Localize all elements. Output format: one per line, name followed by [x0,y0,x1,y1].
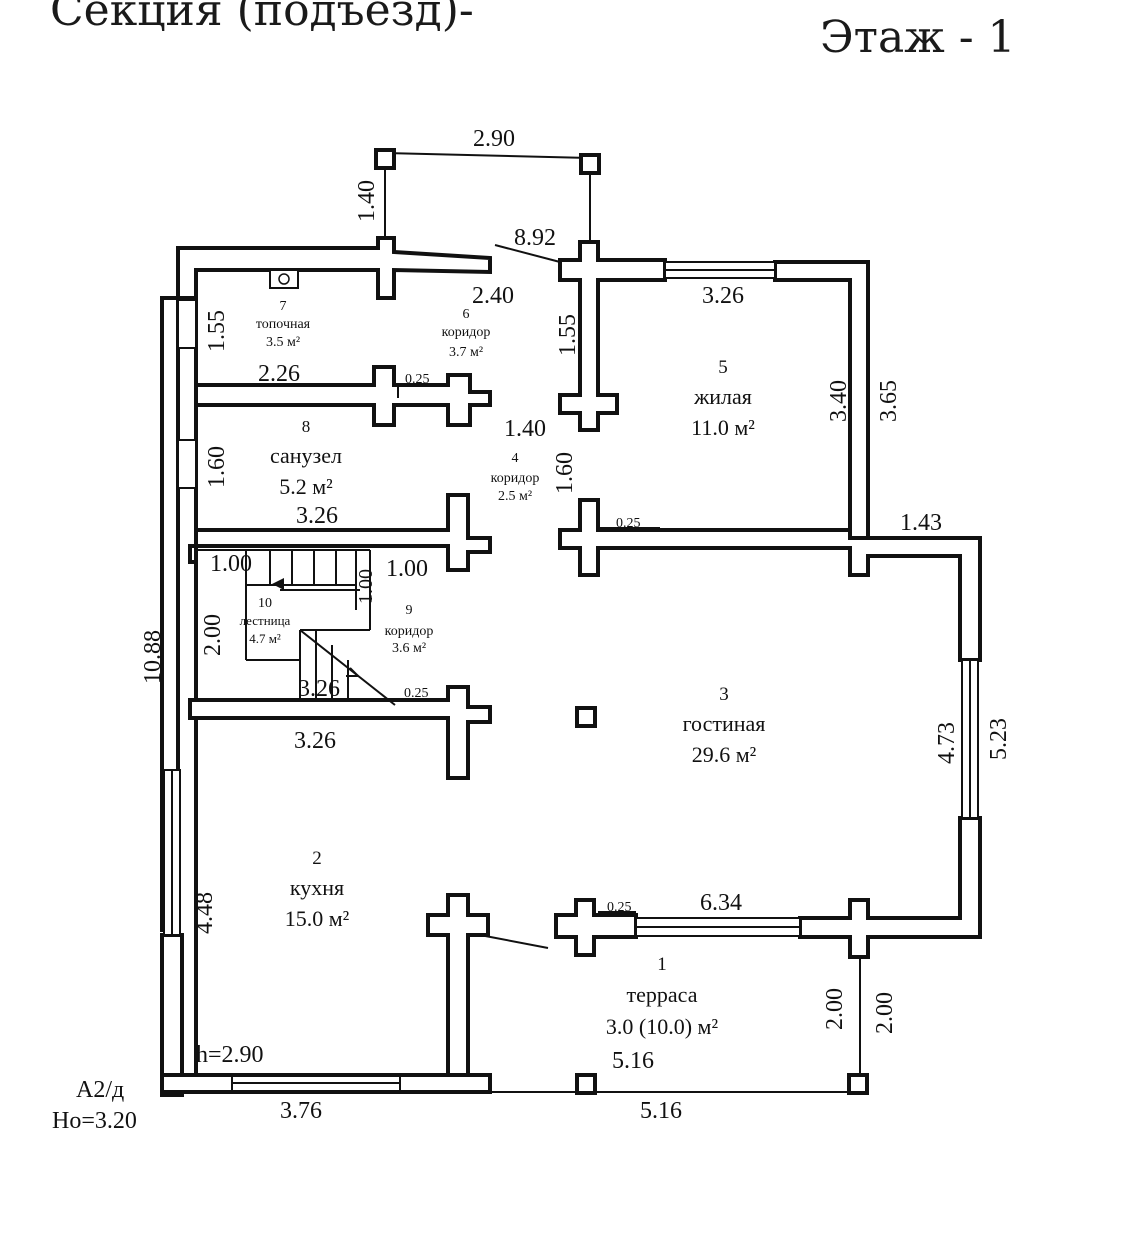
dim-label: 3.26 [296,503,338,529]
floor-title: Этаж - 1 [820,12,1016,63]
svg-text:жилая: жилая [693,384,752,409]
svg-text:7: 7 [280,299,287,314]
section-title: Секция (подъезд)- [50,0,474,36]
room-4-label: 4 коридор 2.5 м² [491,451,540,504]
dim-label: 2.00 [822,988,848,1030]
svg-text:3.0 (10.0) м²: 3.0 (10.0) м² [606,1014,719,1039]
svg-text:2.5 м²: 2.5 м² [498,489,532,504]
dim-label: 3.26 [294,728,336,754]
terrace [490,706,869,1095]
room-8-label: 8 санузел 5.2 м² [270,417,342,499]
dim-label: 3.76 [280,1098,322,1124]
doors [397,244,660,949]
svg-text:5.2 м²: 5.2 м² [279,474,333,499]
svg-text:8: 8 [302,417,311,436]
dim-label: 0.25 [616,516,641,531]
dim-label: 5.16 [640,1098,682,1124]
dim-label: 1.40 [354,180,380,222]
porch-column [374,148,396,170]
dim-label: 2.00 [872,992,898,1034]
svg-text:терраса: терраса [627,982,698,1007]
dim-label: 1.00 [210,551,252,577]
room-3-label: 3 гостиная 29.6 м² [683,684,766,767]
dim-label: 1.00 [355,569,377,604]
dim-label: 3.40 [826,380,852,422]
window [177,299,197,349]
room-2-label: 2 кухня 15.0 м² [285,848,350,931]
porch-column [579,153,601,175]
dim-label: 2.26 [258,361,300,387]
svg-text:3.7 м²: 3.7 м² [449,345,483,360]
dim-label: 1.00 [386,556,428,582]
window [177,439,197,489]
dim-label: 1.60 [204,446,230,488]
svg-text:5: 5 [718,357,728,378]
svg-text:3.5 м²: 3.5 м² [266,335,300,350]
svg-text:кухня: кухня [290,875,344,900]
room-5-label: 5 жилая 11.0 м² [691,357,755,440]
dim-label: 0.25 [404,686,429,701]
room-1-label: 1 терраса 3.0 (10.0) м² [606,954,719,1039]
footer-height: Но=3.20 [52,1108,137,1134]
svg-text:топочная: топочная [256,317,311,332]
dim-label: 2.00 [200,614,226,656]
terrace-column [575,1073,597,1095]
svg-text:3.6 м²: 3.6 м² [392,641,426,656]
footer-code: А2/д [76,1077,124,1103]
dim-label: 2.40 [472,283,514,309]
svg-text:лестница: лестница [240,613,291,628]
dim-label: 6.34 [700,890,742,916]
dim-label: 10.88 [140,630,166,684]
svg-text:15.0 м²: 15.0 м² [285,906,350,931]
interior-column [575,706,597,728]
svg-text:3: 3 [719,684,729,705]
boiler-icon [269,269,299,289]
svg-text:11.0 м²: 11.0 м² [691,415,755,440]
top-porch [374,148,601,240]
dim-label: 5.16 [612,1048,654,1074]
dim-label: h=2.90 [196,1042,264,1068]
svg-text:4: 4 [512,451,519,466]
room-6-label: 6 коридор 3.7 м² [442,307,491,360]
dim-label: 3.26 [702,283,744,309]
dim-label: 3.26 [298,676,340,702]
room-10-label: 10 лестница 4.7 м² [240,596,291,646]
svg-text:4.7 м²: 4.7 м² [249,631,281,646]
svg-text:санузел: санузел [270,443,342,468]
svg-text:гостиная: гостиная [683,711,766,736]
dim-label: 1.60 [552,452,578,494]
dim-label: 0.25 [405,372,430,387]
dim-label: 4.73 [934,722,960,764]
svg-text:2: 2 [312,848,322,869]
room-7-label: 7 топочная 3.5 м² [256,299,311,350]
svg-text:коридор: коридор [491,471,540,486]
staircase [196,549,396,706]
dim-label: 5.23 [986,718,1012,760]
svg-text:1: 1 [657,954,667,975]
svg-text:коридор: коридор [385,624,434,639]
dim-label: 8.92 [514,225,556,251]
dim-label: 1.55 [555,314,581,356]
svg-text:коридор: коридор [442,325,491,340]
dim-label: 1.55 [204,310,230,352]
svg-text:6: 6 [463,307,470,322]
dim-label: 2.90 [473,126,515,152]
terrace-column [847,1073,869,1095]
dim-label: 4.48 [192,892,218,934]
svg-text:10: 10 [258,596,272,611]
dim-label: 1.40 [504,416,546,442]
dim-label: 1.43 [900,510,942,536]
svg-text:29.6 м²: 29.6 м² [692,742,757,767]
windows [163,261,979,1092]
dim-label: 0.25 [607,900,632,915]
dim-label: 3.65 [876,380,902,422]
svg-text:9: 9 [406,603,413,618]
dimensions: 2.90 1.40 8.92 2.40 3.26 1.55 1.55 2.26 … [140,126,1012,1124]
room-9-label: 9 коридор 3.6 м² [385,603,434,656]
